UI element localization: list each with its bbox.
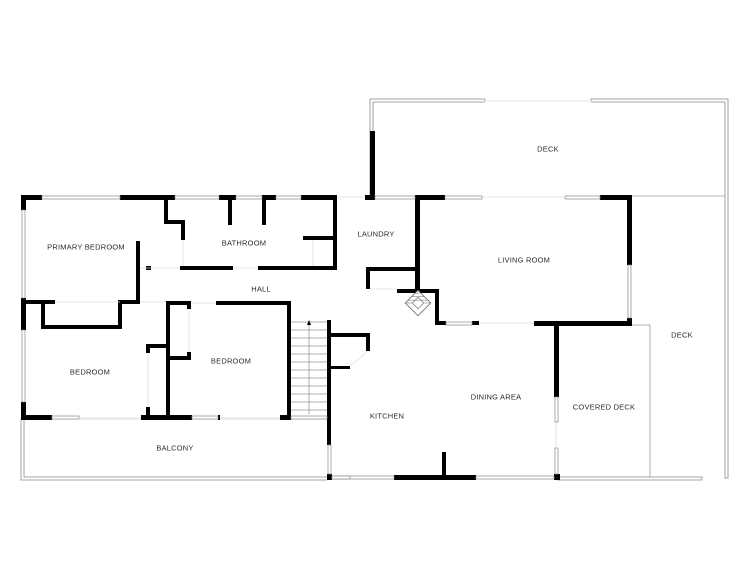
walls bbox=[21, 131, 632, 480]
room-label-kitchen: KITCHEN bbox=[369, 411, 405, 421]
room-label-bedroom-left: BEDROOM bbox=[69, 367, 111, 377]
room-label-laundry: LAUNDRY bbox=[357, 229, 395, 239]
openings bbox=[55, 196, 565, 448]
room-label-deck-top: DECK bbox=[537, 144, 559, 154]
fireplace-icon bbox=[404, 289, 432, 317]
room-label-balcony: BALCONY bbox=[156, 443, 194, 453]
room-label-covered-deck: COVERED DECK bbox=[572, 402, 636, 412]
stair-arrow-icon bbox=[307, 320, 311, 325]
room-label-bathroom: BATHROOM bbox=[221, 238, 267, 248]
staircase bbox=[291, 320, 327, 414]
room-label-bedroom-mid: BEDROOM bbox=[210, 356, 252, 366]
room-label-primary-bedroom: PRIMARY BEDROOM bbox=[47, 242, 125, 252]
room-label-dining-area: DINING AREA bbox=[470, 392, 522, 402]
room-label-living-room: LIVING ROOM bbox=[497, 255, 551, 265]
room-label-deck-right: DECK bbox=[671, 330, 693, 340]
room-label-hall: HALL bbox=[251, 284, 271, 294]
windows bbox=[21, 195, 632, 480]
